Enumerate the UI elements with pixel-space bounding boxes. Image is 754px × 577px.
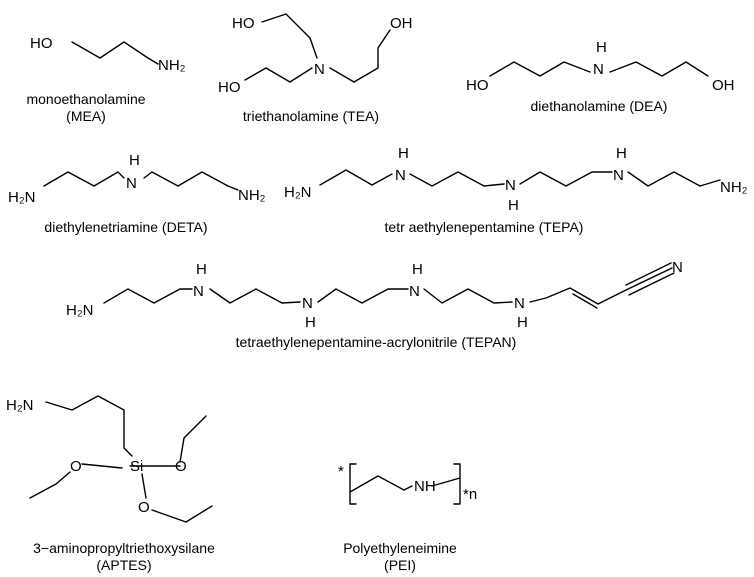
pei-star-left-label: *: [338, 463, 344, 480]
dea-name: diethanolamine (DEA): [531, 98, 668, 114]
pei-left-bracket: [349, 463, 357, 505]
deta-h2n-label: H₂N: [8, 189, 36, 206]
dea-structure: HO H N OH diethanolamine (DEA): [466, 39, 735, 114]
mea-ho-label: HO: [30, 35, 53, 52]
deta-structure: H₂N H N NH₂ diethylenetriamine (DETA): [8, 152, 266, 235]
mea-structure: HO NH₂ monoethanolamine (MEA): [26, 35, 185, 124]
tepa-n3-label: N: [613, 167, 624, 184]
tepan-h2n-label: H₂N: [66, 302, 94, 319]
tea-n-label: N: [314, 61, 325, 78]
tea-oh-label: OH: [390, 15, 413, 32]
tepan-nitrile-n-label: N: [672, 259, 683, 276]
aptes-h2n-label: H₂N: [6, 397, 34, 414]
aptes-o-bottom-label: O: [138, 499, 150, 516]
mea-abbrev: (MEA): [66, 108, 106, 124]
tepan-h2-label: H: [305, 314, 316, 331]
pei-star-n-label: *n: [463, 486, 477, 503]
aptes-structure: H₂N Si O O O 3−aminopropyltriethoxysilan…: [6, 395, 215, 573]
pei-name: Polyethyleneimine: [343, 540, 457, 556]
tepa-name: tetr aethylenepentamine (TEPA): [385, 219, 584, 235]
mea-name: monoethanolamine: [26, 91, 145, 107]
pei-right-bracket: [453, 463, 461, 505]
tepan-n2-label: N: [302, 295, 313, 312]
aptes-name: 3−aminopropyltriethoxysilane: [33, 540, 215, 556]
pei-abbrev: (PEI): [384, 557, 416, 573]
tepa-h2-label: H: [508, 197, 519, 214]
pei-structure: * NH *n Polyethyleneimine (PEI): [338, 463, 477, 573]
tea-ho-left-label: HO: [218, 79, 241, 96]
tepan-name: tetraethylenepentamine-acrylonitrile (TE…: [236, 334, 517, 350]
tea-structure: HO N HO OH triethanolamine (TEA): [218, 13, 413, 124]
tepan-structure: H₂N H N N H H N N H N tetraethylenepenta…: [66, 259, 683, 350]
aptes-abbrev: (APTES): [96, 557, 151, 573]
dea-oh-label: OH: [712, 77, 735, 94]
tepan-n1-label: N: [193, 283, 204, 300]
aptes-si-label: Si: [130, 458, 143, 475]
tepa-n1-label: N: [395, 167, 406, 184]
tepa-h3-label: H: [616, 145, 627, 162]
tea-name: triethanolamine (TEA): [243, 108, 379, 124]
tepan-n4-label: N: [514, 295, 525, 312]
dea-ho-label: HO: [466, 77, 489, 94]
tepan-n3-label: N: [409, 283, 420, 300]
aptes-o-left-label: O: [70, 458, 82, 475]
tepa-h1-label: H: [398, 145, 409, 162]
dea-n-label: N: [593, 61, 604, 78]
deta-nh2-label: NH₂: [238, 187, 266, 204]
tepa-structure: H₂N H N N H H N NH₂ tetr aethylenepentam…: [284, 145, 748, 235]
deta-name: diethylenetriamine (DETA): [44, 219, 207, 235]
dea-h-label: H: [596, 39, 607, 56]
deta-n-label: N: [126, 175, 137, 192]
tea-ho-top-label: HO: [232, 15, 255, 32]
pei-nh-label: NH: [414, 478, 436, 495]
tepan-h1-label: H: [196, 261, 207, 278]
deta-h-label: H: [129, 152, 140, 169]
tepan-h4-label: H: [517, 314, 528, 331]
tepa-nh2-label: NH₂: [720, 179, 748, 196]
aptes-o-right-label: O: [175, 458, 187, 475]
tepa-n2-label: N: [505, 177, 516, 194]
mea-nh2-label: NH₂: [158, 57, 186, 74]
tepa-h2n-label: H₂N: [284, 184, 312, 201]
tepan-h3-label: H: [412, 261, 423, 278]
